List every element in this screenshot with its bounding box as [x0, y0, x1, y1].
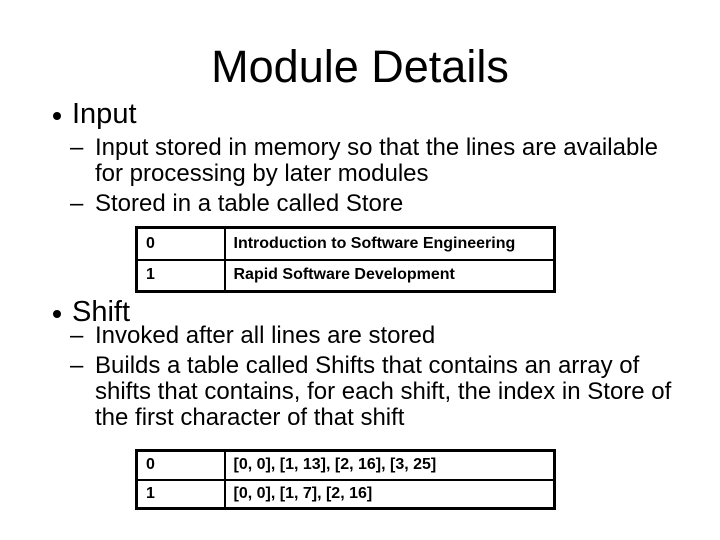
list-item-text: Invoked after all lines are stored: [95, 323, 435, 349]
text-line: Invoked after all lines are stored: [95, 322, 436, 349]
dash-bullet-icon: –: [70, 190, 84, 217]
store-table: 0 Introduction to Software Engineering 1…: [135, 226, 556, 293]
list-item-text: Stored in a table called Store: [95, 191, 403, 217]
bullet-icon: [53, 310, 61, 318]
bullet-icon: [53, 112, 61, 120]
table-cell-index: 0: [135, 226, 226, 261]
table-cell-value: [0, 0], [1, 7], [2, 16]: [223, 478, 556, 510]
table-cell-index: 1: [135, 258, 226, 293]
list-item-text: Builds a table called Shifts that contai…: [95, 353, 671, 431]
input-sub-bullets: – Input stored in memory so that the lin…: [70, 135, 700, 221]
list-item: – Invoked after all lines are stored: [70, 323, 710, 349]
text-line: the first character of that shift: [95, 404, 405, 431]
table-cell-value: Rapid Software Development: [223, 258, 556, 293]
shifts-table: 0 [0, 0], [1, 13], [2, 16], [3, 25] 1 [0…: [135, 449, 556, 510]
table-cell-value: Introduction to Software Engineering: [223, 226, 556, 261]
dash-bullet-icon: –: [70, 352, 84, 379]
slide-title: Module Details: [211, 41, 509, 92]
text-line: for processing by later modules: [95, 160, 429, 187]
list-item: – Stored in a table called Store: [70, 191, 700, 217]
text-line: Stored in a table called Store: [95, 190, 404, 217]
text-line: Builds a table called Shifts that contai…: [95, 352, 640, 379]
dash-bullet-icon: –: [70, 134, 84, 161]
section-heading-shift: Shift: [72, 296, 131, 328]
text-line: shifts that contains, for each shift, th…: [95, 378, 672, 405]
text-line: Input stored in memory so that the lines…: [95, 134, 658, 161]
section-heading-input: Input: [72, 98, 137, 130]
dash-bullet-icon: –: [70, 322, 84, 349]
list-item-text: Input stored in memory so that the lines…: [95, 135, 658, 187]
table-cell-index: 1: [135, 478, 226, 510]
table-cell-value: [0, 0], [1, 13], [2, 16], [3, 25]: [223, 449, 556, 481]
table-row: 0 [0, 0], [1, 13], [2, 16], [3, 25]: [135, 449, 556, 481]
table-cell-index: 0: [135, 449, 226, 481]
list-item: – Builds a table called Shifts that cont…: [70, 353, 710, 431]
table-row: 1 [0, 0], [1, 7], [2, 16]: [135, 478, 556, 510]
table-row: 0 Introduction to Software Engineering: [135, 226, 556, 261]
list-item: – Input stored in memory so that the lin…: [70, 135, 700, 187]
table-row: 1 Rapid Software Development: [135, 258, 556, 293]
shift-sub-bullets: – Invoked after all lines are stored – B…: [70, 323, 710, 435]
